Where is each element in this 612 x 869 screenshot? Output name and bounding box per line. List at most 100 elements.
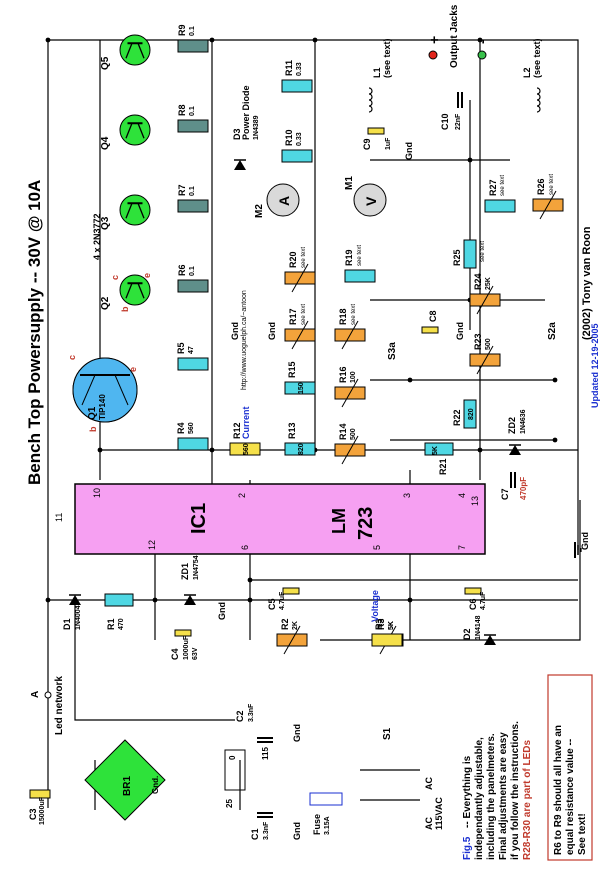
capacitor-ref: C4 xyxy=(170,648,180,660)
switch-s3a: S3a xyxy=(387,342,398,360)
zener-ref: ZD2 xyxy=(507,417,517,434)
potentiometer-wiper xyxy=(291,263,309,293)
output-jack-positive xyxy=(428,50,438,60)
caption-line: Final adjustments are easy xyxy=(498,732,509,860)
transistor-q2-emitter xyxy=(137,283,145,299)
gnd-label: Gnd xyxy=(455,322,465,340)
resistor-r25 xyxy=(463,239,477,269)
capacitor-value: 1000uF xyxy=(183,635,190,660)
capacitor-value: 4.7uF xyxy=(480,591,487,610)
resistor-ref: R12 xyxy=(232,422,242,439)
source-url: http://www.uoguelph.ca/~antoon xyxy=(241,290,248,390)
wire xyxy=(320,500,581,641)
junction-dot xyxy=(477,447,483,453)
updated-date: Updated 12-19-2005 xyxy=(590,323,600,408)
potentiometer-value: 25K xyxy=(485,277,492,290)
zener-zd2 xyxy=(509,445,521,455)
junction-dot xyxy=(407,377,413,383)
diode-ref: D3 xyxy=(232,128,242,140)
pin-label-b: b xyxy=(120,306,130,312)
note-line: R6 to R9 should all have an xyxy=(553,725,564,855)
pin-label-e: e xyxy=(128,367,138,372)
diode-d2 xyxy=(484,635,496,645)
ic-part2: 723 xyxy=(355,507,377,540)
capacitor-ref: C2 xyxy=(235,710,245,722)
gnd-label: Gnd xyxy=(292,724,302,742)
switch-s1: S1 xyxy=(382,727,393,740)
inductor-l1 xyxy=(368,99,373,107)
resistor-ref: R11 xyxy=(284,60,294,76)
ic-pin-label: 10 xyxy=(92,488,102,498)
transistor-part: 4 x 2N3772 xyxy=(92,213,102,260)
diode-ref: D2 xyxy=(462,628,472,640)
transistor-q5-emitter xyxy=(137,43,145,59)
potentiometer-ref: R16 xyxy=(338,366,348,383)
resistor-r19 xyxy=(344,269,376,283)
note-line: equal resistance value -- xyxy=(565,739,576,855)
gnd-label: Gnd xyxy=(404,142,414,160)
transistor-ref: Q4 xyxy=(100,136,111,150)
fuse xyxy=(309,792,343,806)
resistor-ref: R15 xyxy=(287,361,297,378)
capacitor-c4 xyxy=(174,629,192,637)
ac-label: AC xyxy=(424,817,434,830)
diode-d3 xyxy=(234,160,246,170)
capacitor-value: 4.7uF xyxy=(279,591,286,610)
transistor-ref: Q2 xyxy=(100,296,111,310)
resistor-r13 xyxy=(284,442,316,456)
capacitor-ref: C6 xyxy=(468,598,478,610)
voltmeter-symbol: V xyxy=(363,196,379,206)
resistor-value: see text xyxy=(480,241,486,262)
transistor-ref: Q1 xyxy=(87,406,98,420)
bridge-rectifier xyxy=(84,739,166,821)
resistor-r1 xyxy=(104,593,134,607)
resistor-ref: R6 xyxy=(177,264,187,276)
zener-value: 1N4754 xyxy=(193,555,200,580)
current-label: Current xyxy=(241,406,251,439)
transformer-primary: 115 xyxy=(261,747,270,760)
resistor-value: 0.1 xyxy=(189,266,196,276)
transistor-q5-collector xyxy=(125,43,133,59)
resistor-ref: R8 xyxy=(177,104,187,116)
ic-pin-label: 7 xyxy=(457,545,467,550)
resistor-ref: R4 xyxy=(176,422,186,434)
potentiometer-wiper xyxy=(476,345,494,375)
transistor-q3 xyxy=(119,194,151,226)
capacitor-voltage: 63V xyxy=(192,647,199,660)
potentiometer-ref: R17 xyxy=(288,308,298,325)
capacitor-c8 xyxy=(421,326,439,334)
diode-value: Power Diode xyxy=(241,85,251,140)
potentiometer-value: 100 xyxy=(350,371,357,383)
wiring xyxy=(47,39,581,810)
resistor-ref: R19 xyxy=(344,249,354,266)
node-a xyxy=(44,691,52,699)
ic-lm723 xyxy=(74,483,486,555)
potentiometer-wiper xyxy=(476,285,494,315)
resistor-value: see text xyxy=(357,245,363,266)
transistor-q4-collector xyxy=(125,123,133,139)
capacitor-ref: C3 xyxy=(28,808,38,820)
minus-sign: - xyxy=(474,39,490,44)
potentiometer-ref: R14 xyxy=(338,423,348,440)
resistor-ref: R9 xyxy=(177,24,187,36)
pin-label-c: c xyxy=(67,355,77,360)
potentiometer-ref: R18 xyxy=(338,308,348,325)
inductor-l2 xyxy=(536,105,541,113)
resistor-ref: R7 xyxy=(177,184,187,196)
ic-pin-label: 13 xyxy=(470,496,480,506)
capacitor-value: 470pF xyxy=(519,477,528,500)
diode-d1 xyxy=(69,595,81,605)
plus-sign: + xyxy=(426,36,442,44)
ic-pin-label: 3 xyxy=(402,493,412,498)
zener-ref: ZD1 xyxy=(180,563,190,580)
potentiometer-value: see text xyxy=(301,304,307,325)
resistor-r7 xyxy=(177,199,209,213)
pin-label-e: e xyxy=(142,273,152,278)
zener-value: 1N4636 xyxy=(520,409,527,434)
ic-ref: IC1 xyxy=(188,503,210,534)
potentiometer-value: 2K xyxy=(292,621,299,630)
components xyxy=(29,34,593,861)
output-jacks-label: Output Jacks xyxy=(449,4,460,68)
resistor-value: 820 xyxy=(298,443,305,455)
